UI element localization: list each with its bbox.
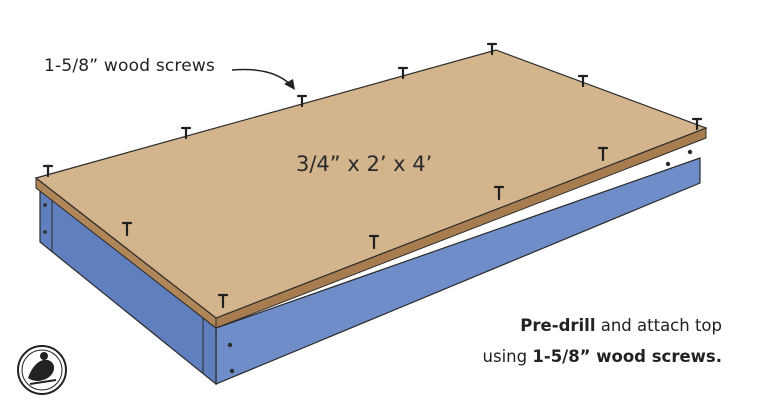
top-face: [34, 49, 708, 319]
screws: [42, 42, 703, 309]
callout-arrowhead: [284, 79, 295, 90]
instruction-bold-1: Pre-drill: [520, 316, 596, 335]
logo-icon: [17, 345, 67, 395]
dimension-label: 3/4” x 2’ x 4’: [296, 152, 433, 176]
instruction-line-2: using 1-5/8” wood screws.: [483, 341, 722, 372]
screw-callout-label: 1-5/8” wood screws: [44, 56, 216, 76]
instruction-bold-2: 1-5/8” wood screws.: [532, 347, 722, 366]
instruction-text-2: using: [482, 347, 533, 366]
apron-screw-holes: [43, 149, 693, 374]
instruction-line-1: Pre-drill and attach top: [483, 310, 722, 341]
callout-arrow: [231, 68, 293, 87]
instruction-text-1: and attach top: [595, 316, 722, 335]
instruction-text: Pre-drill and attach top using 1-5/8” wo…: [483, 310, 722, 372]
